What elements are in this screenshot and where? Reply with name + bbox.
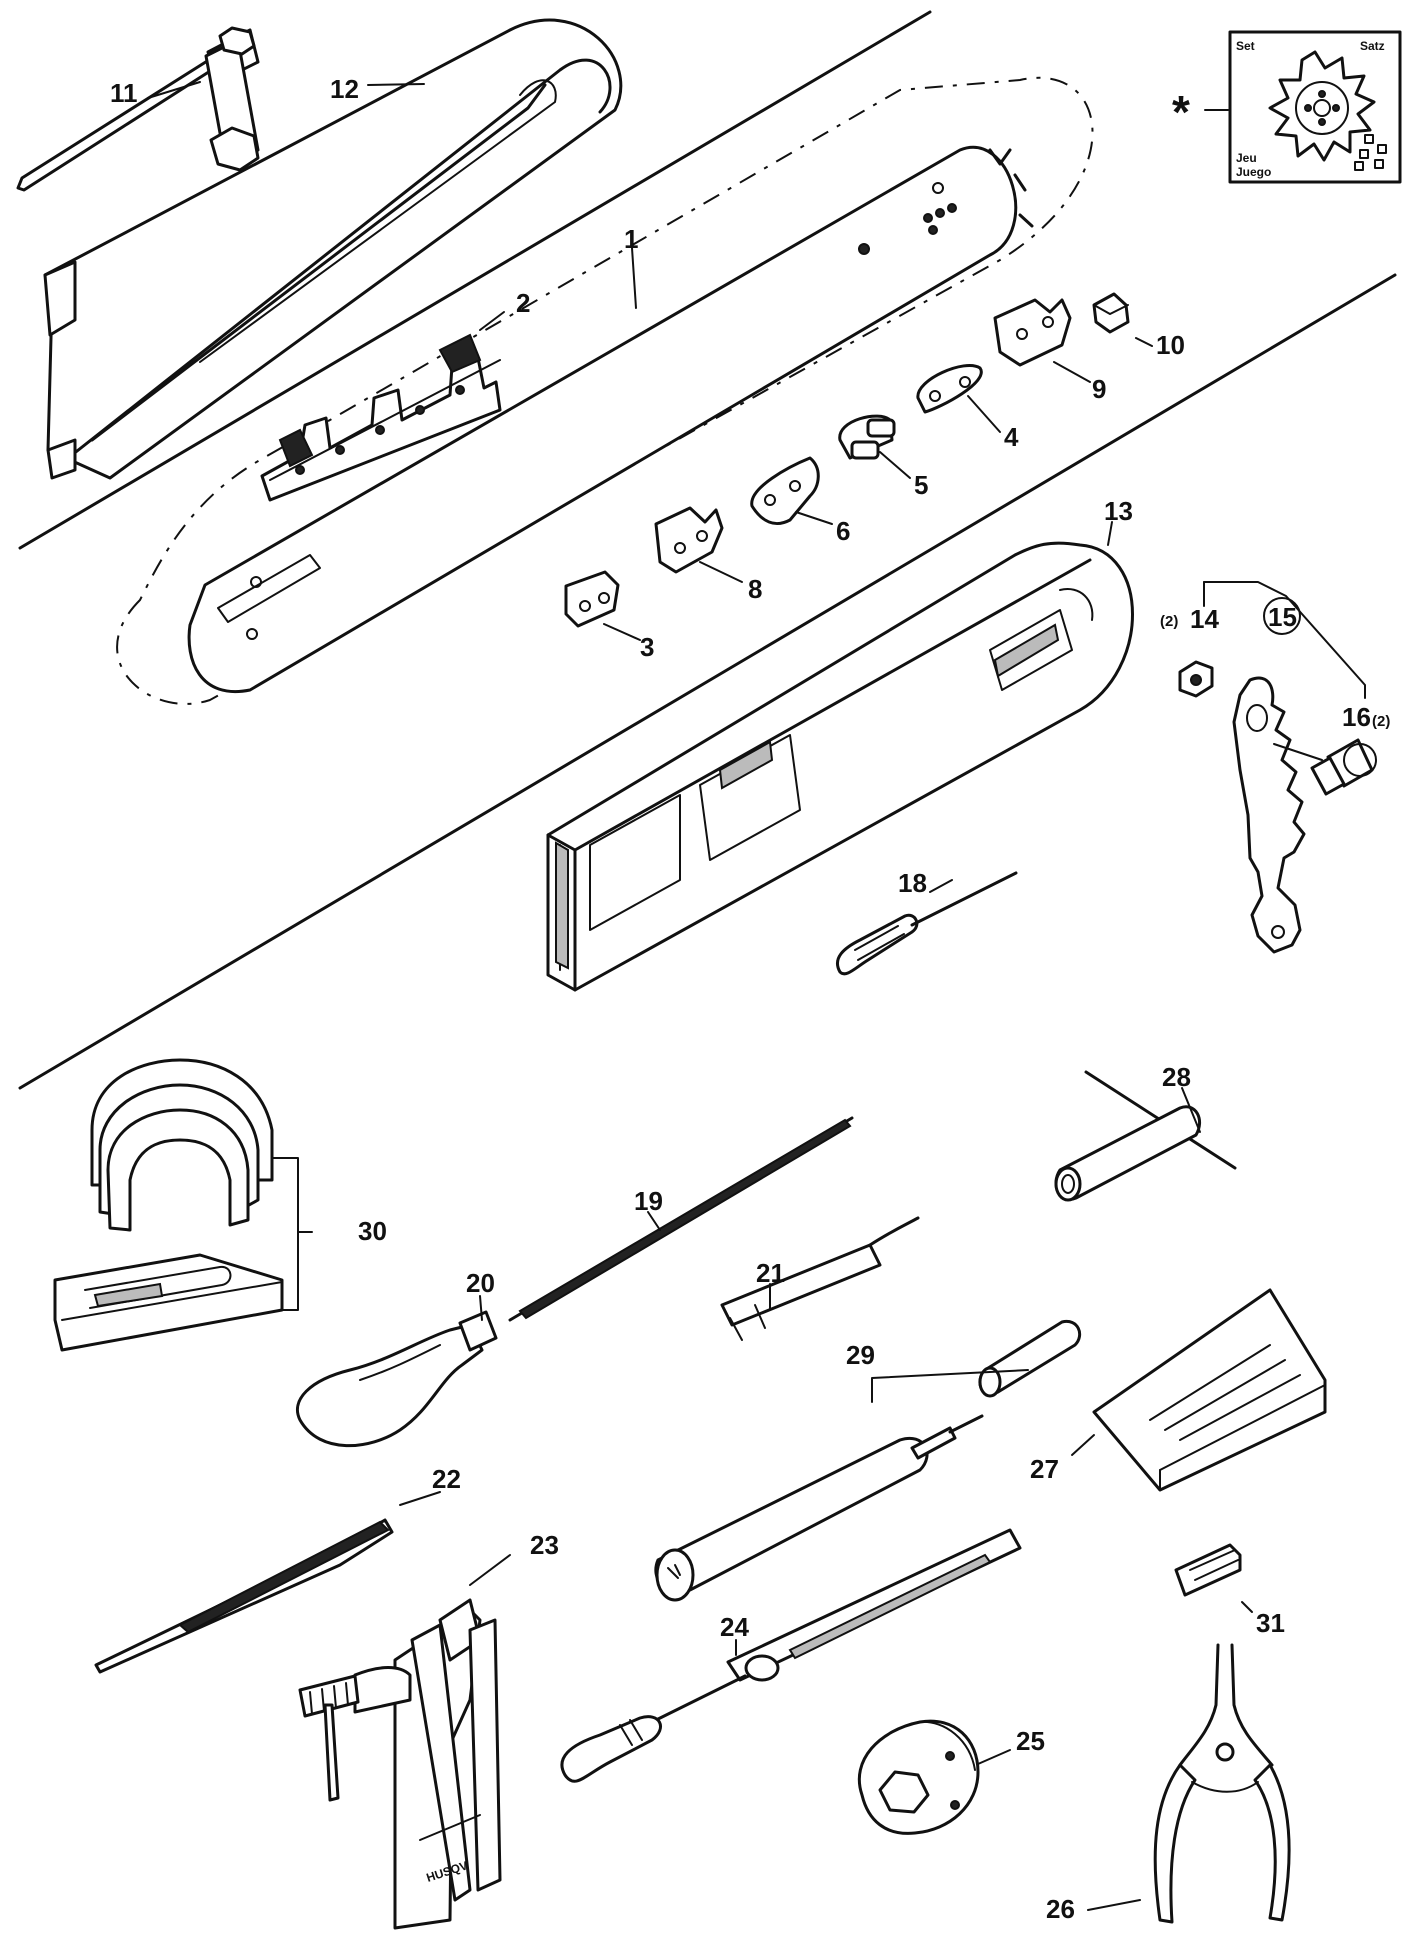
side-link — [564, 570, 620, 628]
callout-26: 26 — [1046, 1894, 1075, 1924]
bar-clamp-vise — [298, 1598, 502, 1930]
file-holder-guide — [560, 1528, 1022, 1783]
chain-catcher-assembly — [1178, 581, 1377, 954]
saw-chain-segment — [260, 333, 502, 502]
depth-gauge-tool — [53, 1058, 313, 1352]
chain-guard-long — [43, 18, 623, 480]
callout-2: 2 — [516, 288, 530, 318]
callout-22: 22 — [432, 1464, 461, 1494]
callout-30: 30 — [358, 1216, 387, 1246]
guide-bar — [116, 77, 1094, 705]
sprocket-rivet-set-box — [1204, 30, 1402, 184]
screwdriver — [836, 871, 1018, 976]
filing-gauge-hook — [720, 1216, 920, 1341]
set-label-jeu: Jeu — [1236, 151, 1257, 165]
callout-6: 6 — [836, 516, 850, 546]
t-handle-socket-wrench — [1054, 1070, 1237, 1202]
nose-sprocket-rivet — [1092, 292, 1130, 334]
section-divider-lines — [18, 10, 1397, 1090]
set-label-set: Set — [1236, 39, 1255, 53]
preset-tie-strap — [838, 414, 896, 460]
callout-18: 18 — [898, 868, 927, 898]
callout-4: 4 — [1004, 422, 1019, 452]
tie-strap — [916, 364, 983, 414]
callout-21: 21 — [756, 1258, 785, 1288]
callout-star: * — [1172, 86, 1190, 138]
callout-14-qty: (2) — [1160, 613, 1178, 630]
callout-31: 31 — [1256, 1608, 1285, 1638]
callout-27: 27 — [1030, 1454, 1059, 1484]
set-box-labels: Set Satz Jeu Juego — [1236, 39, 1385, 179]
callout-15: 15 — [1268, 602, 1297, 632]
callout-29: 29 — [846, 1340, 875, 1370]
callout-25: 25 — [1016, 1726, 1045, 1756]
callout-14: 14 — [1190, 604, 1219, 634]
callout-9: 9 — [1092, 374, 1106, 404]
callout-20: 20 — [466, 1268, 495, 1298]
cutter-link-center — [654, 506, 724, 574]
callout-1: 1 — [624, 224, 638, 254]
clutch-puller — [857, 1719, 980, 1835]
grease-gun — [654, 1319, 1081, 1602]
small-wedge — [1174, 1543, 1242, 1597]
callout-5: 5 — [914, 470, 928, 500]
callout-24: 24 — [720, 1612, 749, 1642]
felling-wedge — [1092, 1288, 1327, 1492]
drive-link — [750, 456, 820, 525]
callout-23: 23 — [530, 1530, 559, 1560]
leader-lines — [147, 81, 1253, 1911]
circlip-pliers — [1153, 1643, 1291, 1924]
callout-8: 8 — [748, 574, 762, 604]
callout-13: 13 — [1104, 496, 1133, 526]
callout-12: 12 — [330, 74, 359, 104]
chain-guard-short — [546, 541, 1134, 992]
spark-plug-wrench — [16, 26, 260, 192]
set-label-satz: Satz — [1360, 39, 1385, 53]
callout-19: 19 — [634, 1186, 663, 1216]
cutter-link-right — [993, 298, 1072, 367]
flat-file — [94, 1518, 394, 1674]
callout-28: 28 — [1162, 1062, 1191, 1092]
callout-16-qty: (2) — [1372, 713, 1390, 730]
callout-10: 10 — [1156, 330, 1185, 360]
set-label-juego: Juego — [1236, 165, 1271, 179]
file-handle — [296, 1310, 498, 1448]
callout-16: 16 — [1342, 702, 1371, 732]
callout-3: 3 — [640, 632, 654, 662]
callout-numbers: 11 12 1 2 10 9 4 5 6 8 3 13 (2) 14 15 16… — [110, 74, 1390, 1924]
callout-15-ring — [1263, 597, 1301, 635]
callout-11: 11 — [110, 78, 138, 108]
round-file — [508, 1116, 854, 1322]
